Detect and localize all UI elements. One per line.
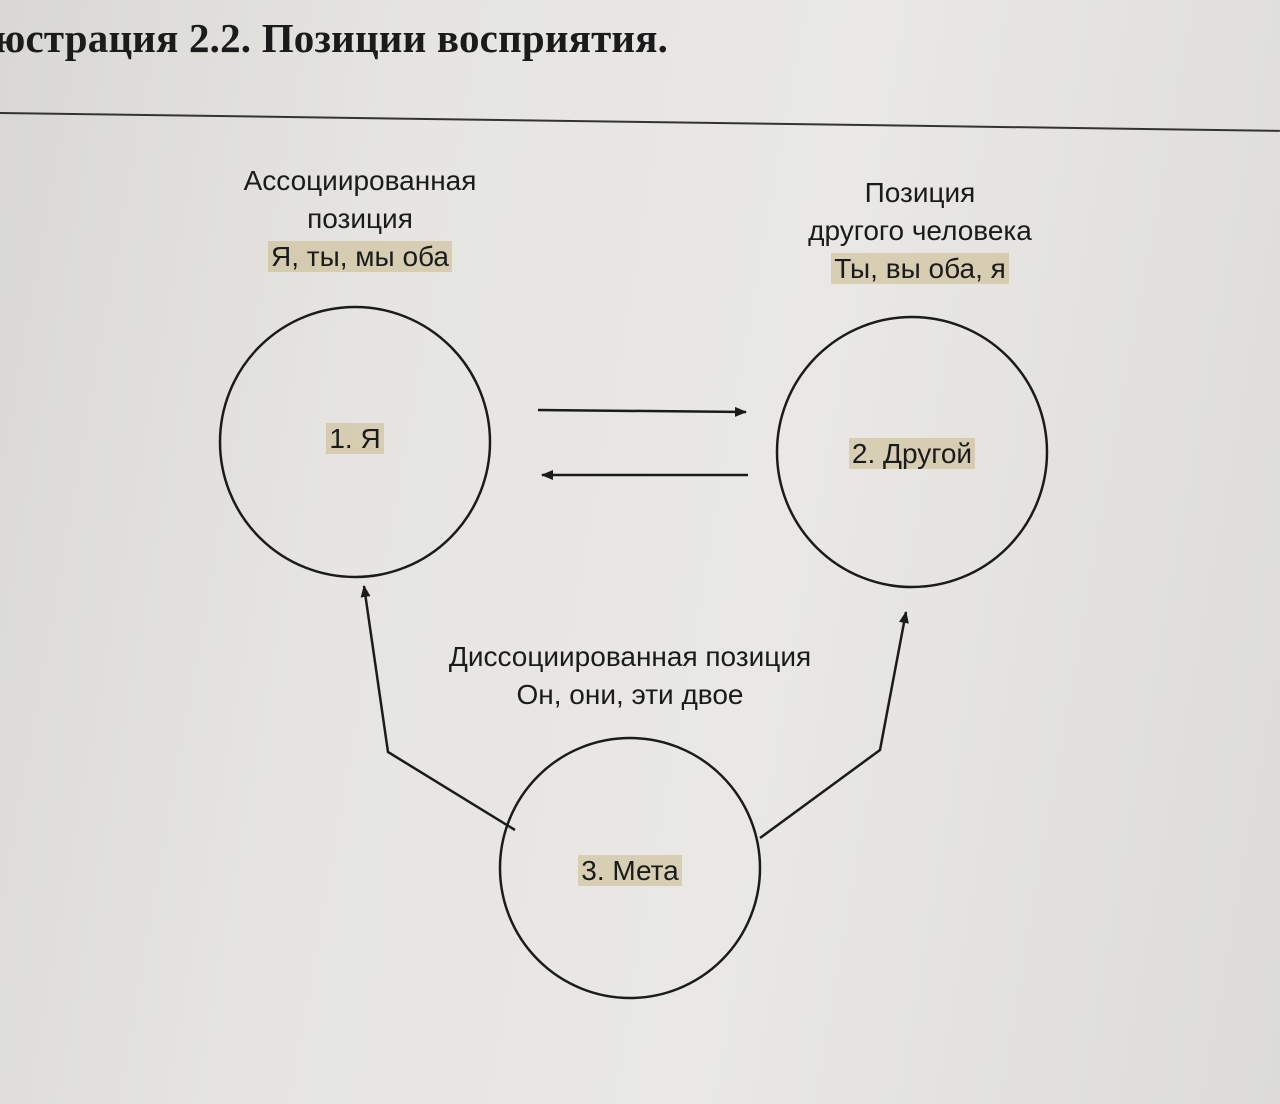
other-heading-line2: другого человека [808,215,1032,246]
node-label-self: 1. Я [255,420,455,458]
meta-pronouns: Он, они, эти двое [390,676,870,714]
self-heading-line2: позиция [307,203,413,234]
other-pronouns: Ты, вы оба, я [760,250,1080,288]
node-label-self-text: 1. Я [326,423,384,454]
node-label-meta-text: 3. Мета [578,855,682,886]
arrow-self-to-other [537,406,747,417]
node-circle-self [218,305,492,579]
meta-heading-line1: Диссоциированная позиция [448,641,812,672]
self-heading-line1: Ассоциированная [243,165,477,196]
node-label-other: 2. Другой [812,435,1012,473]
meta-heading: Диссоциированная позиция Он, они, эти дв… [390,638,870,714]
figure-title: юстрация 2.2. Позиции восприятия. [0,15,669,61]
arrow-meta-to-self [360,585,516,832]
other-heading: Позиция другого человека Ты, вы оба, я [760,174,1080,288]
other-pronouns-text: Ты, вы оба, я [831,253,1009,284]
self-pronouns: Я, ты, мы оба [200,238,520,276]
self-heading: Ассоциированная позиция Я, ты, мы оба [200,162,520,276]
other-heading-line1: Позиция [864,177,976,208]
node-label-other-text: 2. Другой [848,438,976,469]
arrow-meta-to-other [759,611,909,840]
meta-pronouns-text: Он, они, эти двое [516,679,744,710]
node-circle-meta [498,736,762,1000]
self-pronouns-text: Я, ты, мы оба [268,241,452,272]
node-label-meta: 3. Мета [530,852,730,890]
node-circle-other [775,315,1049,589]
